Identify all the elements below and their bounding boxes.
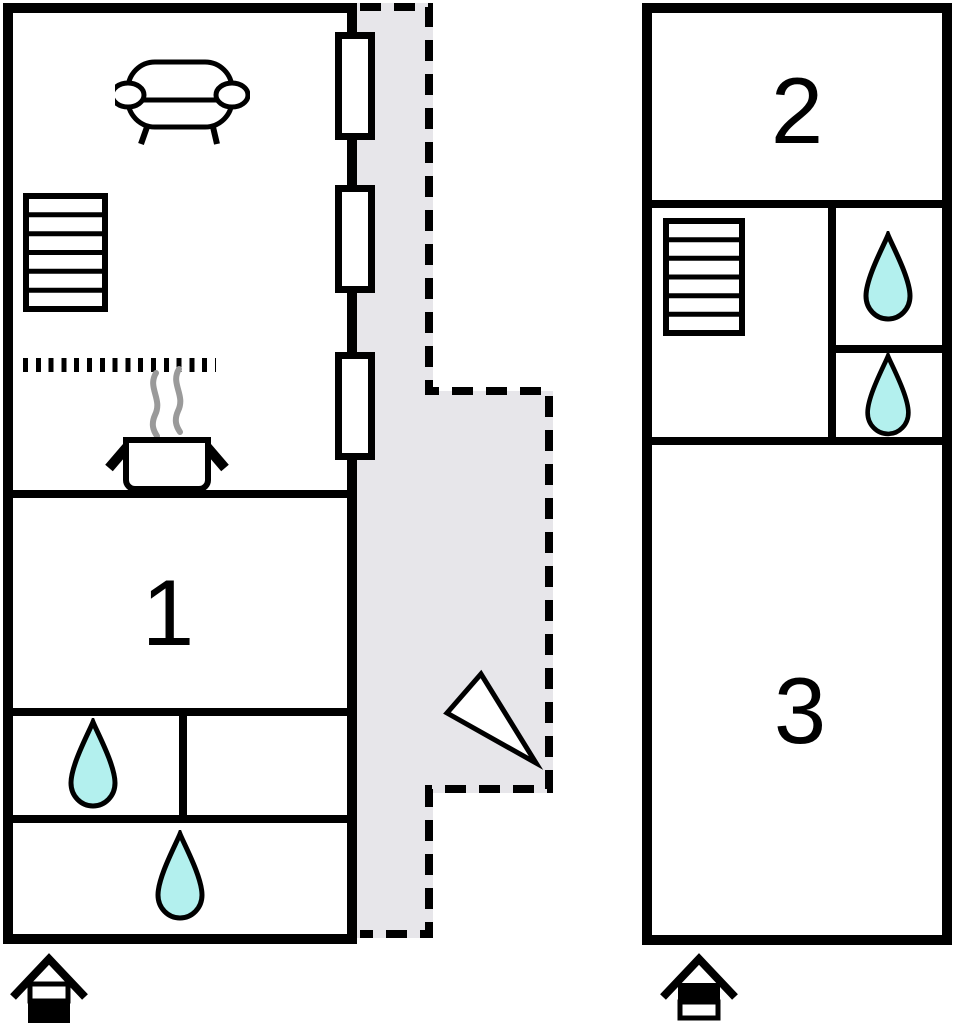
stairs-icon [663,218,745,336]
room-1-label: 1 [141,560,195,665]
wall-middle-room3 [652,437,942,445]
kitchen-counter-icon [23,358,216,372]
room-2-label: 2 [770,58,824,163]
entrance-arrow-icon [443,669,544,770]
terrace-area [357,3,553,938]
wall-bath-divider [179,716,187,815]
wall-middle-divider [828,208,836,445]
house-ground-floor-icon [10,953,88,1023]
house-upper-floor-icon [660,953,738,1021]
wall-room1-bathrow [13,708,347,716]
cooking-pot-icon [105,366,229,492]
water-drop-icon [865,352,911,437]
stairs-icon [23,193,108,312]
water-drop-icon [863,231,913,322]
wall-bathrow-bottomroom [13,815,347,823]
wall-kitchen-room1 [13,490,347,498]
building-floor-2 [642,3,952,945]
window-icon [335,352,375,460]
water-drop-icon [155,830,205,921]
water-drop-icon [68,718,118,809]
window-icon [335,32,375,140]
room-3-label: 3 [773,658,827,763]
wall-room2-middle [652,200,942,208]
sofa-icon [115,59,250,145]
window-icon [335,185,375,293]
wall-drop-rooms-divider [836,345,942,353]
